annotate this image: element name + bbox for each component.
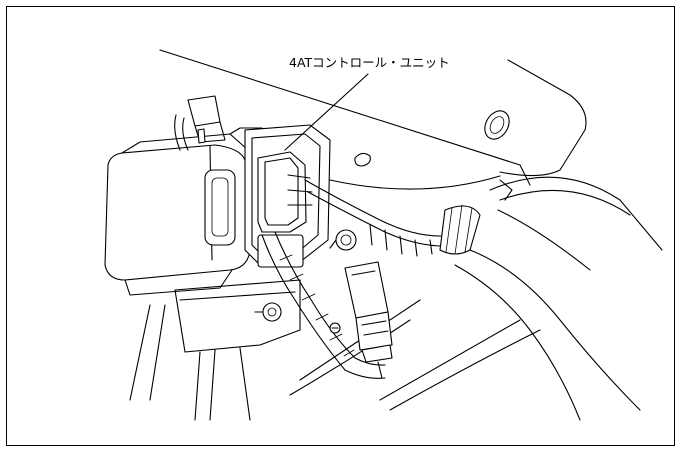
center-bolt bbox=[329, 229, 357, 251]
callout-label: 4ATコントロール・ユニット bbox=[289, 55, 450, 70]
mounting-bracket bbox=[129, 279, 301, 421]
panel-clip bbox=[354, 152, 371, 167]
bracket-bolt bbox=[262, 302, 282, 322]
top-connector bbox=[174, 95, 226, 151]
control-unit-box bbox=[104, 127, 263, 296]
main-connector bbox=[257, 151, 313, 233]
hanging-connector bbox=[344, 261, 393, 379]
callout-leader bbox=[284, 73, 369, 151]
unit-connector-slot bbox=[204, 169, 236, 246]
wire-harness bbox=[304, 179, 481, 257]
upper-body-panel bbox=[159, 49, 587, 190]
figure-frame bbox=[6, 6, 675, 446]
small-screw bbox=[329, 322, 341, 334]
panel-hole bbox=[484, 110, 510, 140]
